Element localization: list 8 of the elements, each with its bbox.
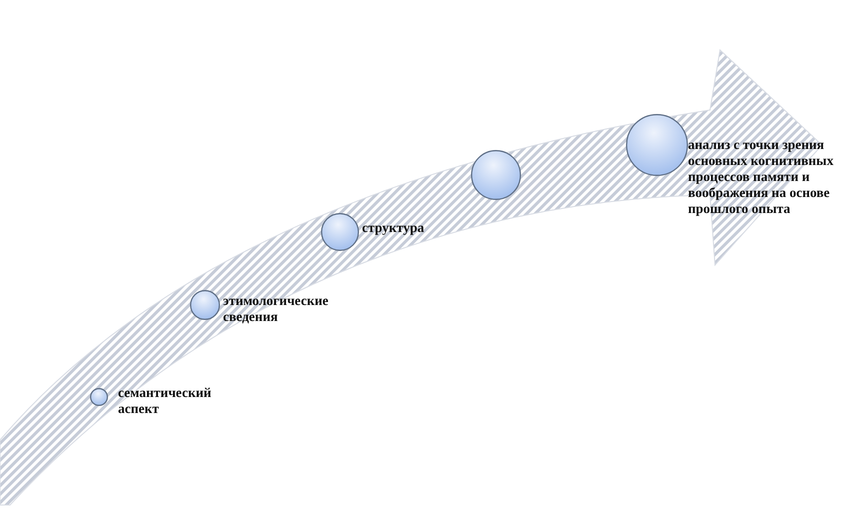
circle-marker bbox=[321, 213, 359, 251]
stage-label: этимологические сведения bbox=[223, 293, 330, 325]
circle-marker bbox=[471, 150, 521, 200]
stage-label: анализ с точки зрения основных когнитивных процессов памяти и воображения на основе прошлого опыта bbox=[688, 137, 834, 217]
circle-marker bbox=[626, 114, 688, 176]
circle-marker bbox=[190, 290, 220, 320]
stage-label: структура bbox=[362, 220, 426, 236]
stage-label: семантический аспект bbox=[118, 385, 212, 417]
